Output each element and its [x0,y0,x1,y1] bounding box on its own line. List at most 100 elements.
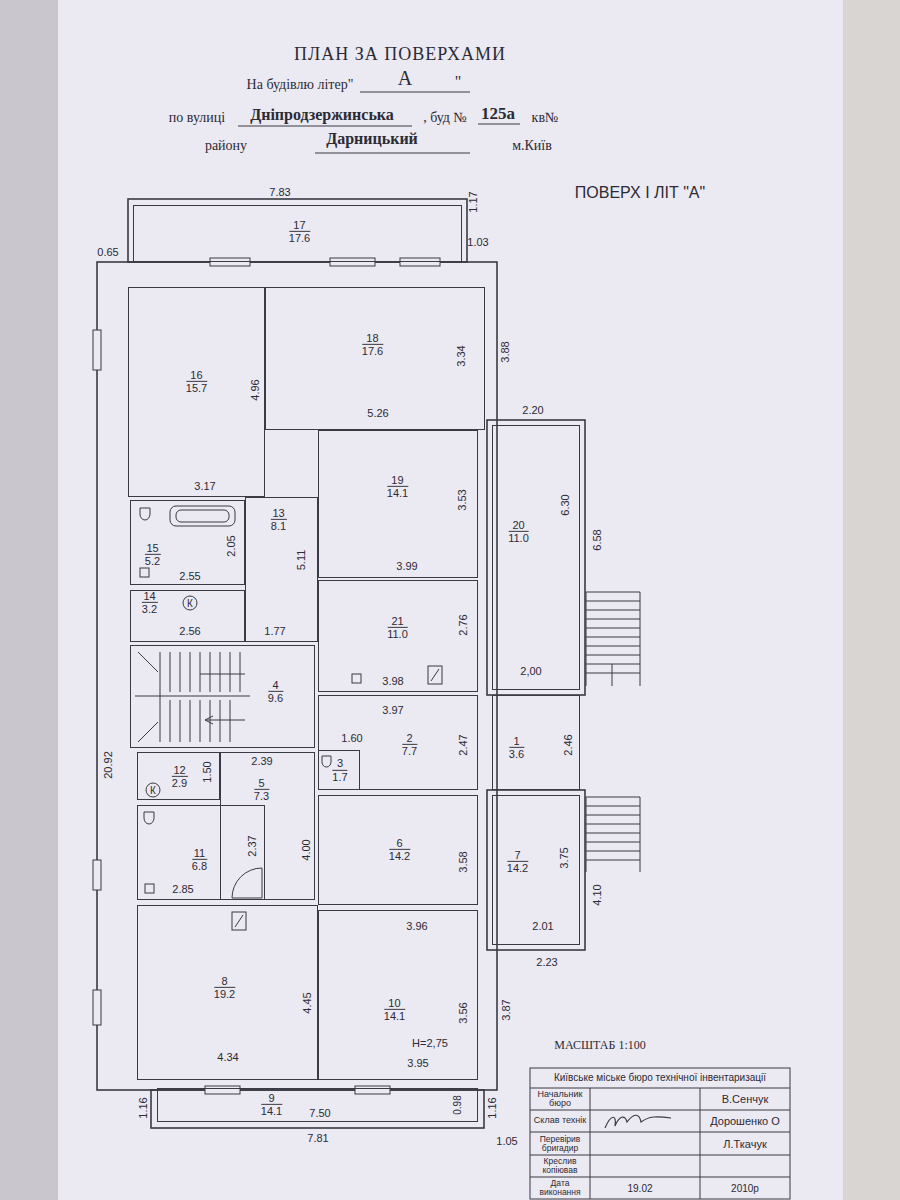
room-number: 15 [144,541,160,555]
dimension: 2.05 [225,535,237,556]
dimension: 0.98 [452,1095,463,1114]
dimension: 2.01 [532,920,553,932]
room-area: 9.6 [268,692,283,705]
header-text: Дарницький [326,130,418,148]
stamp-cell: В.Сенчук [722,1093,769,1105]
dimension: 3.99 [396,560,417,572]
plan-line [586,592,640,593]
header-text: Дніпродзержинська [250,106,394,124]
room-number: 21 [387,614,408,628]
room-label: 155.2 [144,541,160,567]
header-text: ПОВЕРХ І ЛІТ "А" [575,184,705,202]
dimension: 1.05 [496,1135,517,1147]
room-label: 2011.0 [508,518,529,544]
room-box: 116.8 [137,805,265,900]
dimension: 7.50 [309,1107,330,1119]
room-label: 143.2 [141,589,157,615]
dimension: 3.98 [382,675,403,687]
dimension: 2.46 [562,734,574,755]
room-area: 1.7 [332,771,347,784]
room-number: 12 [171,763,187,777]
plan-line [170,506,235,526]
room-label: 116.8 [192,846,207,872]
plan-line [315,153,470,154]
stamp-cell: Перевірив бригадир [531,1135,589,1153]
room-number: 18 [362,331,383,345]
room-number: 5 [254,776,269,790]
room-number: 19 [387,473,408,487]
stamp-cell: Начальник бюро [531,1090,589,1109]
dimension: 2.39 [251,755,272,767]
plan-line [586,860,640,861]
plan-line [352,674,361,683]
plan-line [190,652,191,692]
dimension: 4.10 [591,884,603,905]
stamp-cell: Л.Ткачук [723,1138,766,1150]
room-label: 914.1 [261,1091,282,1117]
plan-line [586,842,640,843]
room-number: 7 [507,848,528,862]
plan-line [93,990,101,1025]
plan-line [586,610,640,611]
plan-line [135,696,250,697]
plan-line [128,199,467,262]
plan-line [144,812,154,824]
stamp-cell: Креслив копіював [531,1157,589,1175]
plan-line [590,1088,591,1199]
room-label: 1717.6 [289,218,310,244]
room-area: 3.2 [141,603,157,616]
header-text: 125а [481,105,515,124]
plan-line [700,1088,701,1199]
room-label: 714.2 [507,848,528,874]
plan-line [586,637,640,638]
plan-line [612,664,613,686]
room-number: 14 [141,589,157,603]
plan-line [200,652,201,692]
dimension: 2.56 [179,625,200,637]
dimension: 5.26 [367,407,388,419]
dimension: 3.58 [457,851,469,872]
header-text: А [398,67,412,89]
header-text: На будівлю літер" [247,77,354,92]
dimension: 2.55 [179,570,200,582]
dimension: 1.77 [264,625,285,637]
room-area: 17.6 [362,345,383,358]
pantry-marker: К [150,785,156,796]
plan-line [640,592,641,686]
plan-line [586,833,640,834]
plan-line [586,646,640,647]
room-area: 3.6 [509,748,524,761]
stamp-cell: 2010р [731,1183,759,1194]
plan-line [146,783,160,797]
plan-line [220,700,221,742]
dimension: 3.95 [407,1057,428,1069]
plan-line [360,92,470,93]
plan-line [487,790,585,950]
plan-line [160,652,161,742]
dimension: 1.03 [467,236,488,248]
dimension: 3.87 [500,999,512,1020]
plan-line [586,628,640,629]
plan-line [93,258,440,1094]
plan-line [230,652,231,692]
dimension: 6.58 [591,529,603,550]
room-number: 17 [289,218,310,232]
room-box: 31.7 [318,750,360,790]
plan-line [145,884,154,893]
dimension: 6.30 [559,494,571,515]
plan-line [220,652,221,692]
plan-line [232,912,246,930]
room-box: 57.3 [220,752,315,900]
dimension: 5.11 [295,550,307,571]
header-text: " [455,73,462,91]
dimension: 20.92 [102,751,114,779]
plan-line [530,1088,790,1089]
room-label: 1817.6 [362,331,383,357]
plan-line [97,262,497,1090]
plan-line [640,797,641,872]
plan-line [93,330,101,370]
plan-line [140,508,150,520]
plan-line [586,824,640,825]
